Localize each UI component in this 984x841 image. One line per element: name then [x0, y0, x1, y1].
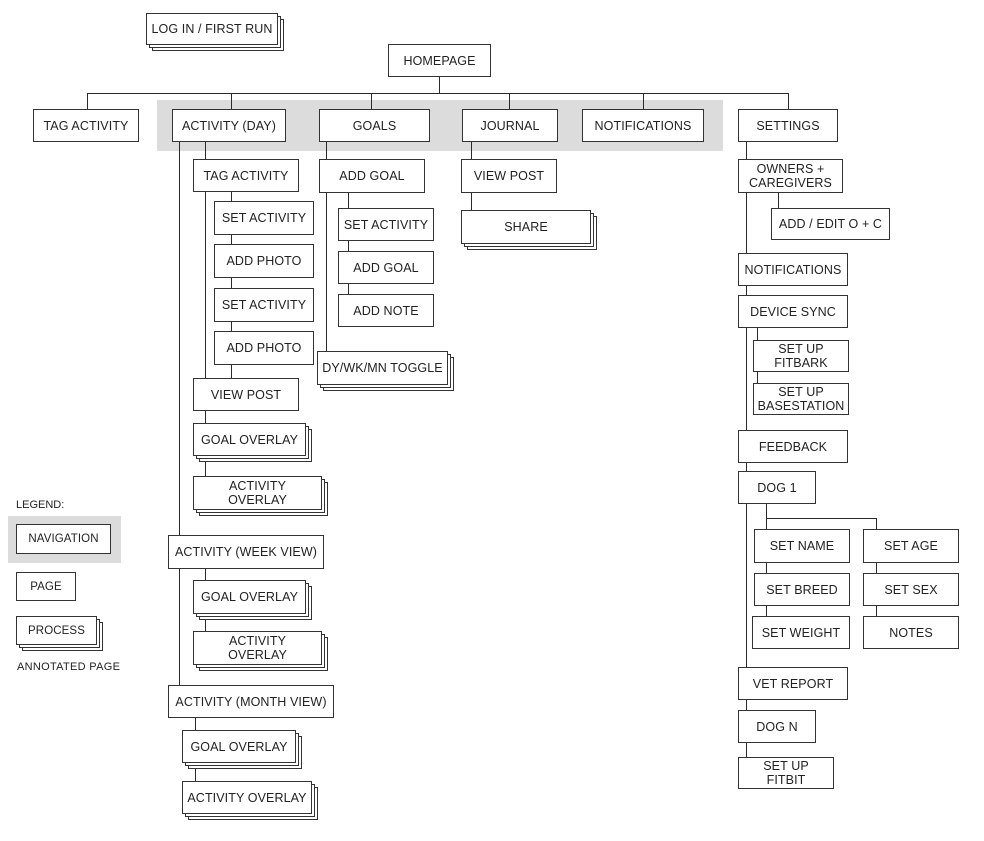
connector: [231, 93, 232, 110]
notes-node[interactable]: NOTES: [863, 616, 959, 649]
legend-annotated-page-label: ANNOTATED PAGE: [17, 661, 121, 673]
journal-node[interactable]: JOURNAL: [462, 109, 558, 142]
settings-notifications-node[interactable]: NOTIFICATIONS: [738, 253, 848, 286]
connector: [348, 193, 349, 295]
month-view-node[interactable]: ACTIVITY (MONTH VIEW): [168, 685, 334, 718]
goals-add-goal-sub-node[interactable]: ADD GOAL: [338, 251, 434, 284]
set-weight-node[interactable]: SET WEIGHT: [752, 616, 850, 649]
owners-caregivers-node[interactable]: OWNERS + CAREGIVERS: [738, 159, 843, 193]
connector: [471, 193, 472, 210]
connector: [87, 93, 88, 110]
homepage-node[interactable]: HOMEPAGE: [388, 44, 491, 77]
tag-activity-nav-node[interactable]: TAG ACTIVITY: [33, 109, 139, 142]
connector: [326, 142, 327, 351]
month-goal-overlay-node[interactable]: GOAL OVERLAY: [182, 730, 296, 763]
device-sync-node[interactable]: DEVICE SYNC: [738, 295, 848, 328]
legend-process-box: PROCESS: [16, 616, 97, 645]
goals-node[interactable]: GOALS: [319, 109, 430, 142]
goals-add-goal-node[interactable]: ADD GOAL: [319, 159, 425, 193]
connector: [643, 93, 644, 110]
goals-dy-wk-mn-toggle-node[interactable]: DY/WK/MN TOGGLE: [317, 351, 448, 385]
day-set-activity-node[interactable]: SET ACTIVITY: [214, 288, 314, 322]
login-first-run-node[interactable]: LOG IN / FIRST RUN: [146, 13, 278, 45]
notifications-nav-node[interactable]: NOTIFICATIONS: [582, 109, 704, 142]
setup-fitbit-node[interactable]: SET UP FITBIT: [738, 757, 834, 789]
day-add-photo-node[interactable]: ADD PHOTO: [214, 331, 314, 365]
legend-title: LEGEND:: [16, 499, 65, 511]
set-name-node[interactable]: SET NAME: [754, 529, 850, 563]
connector: [87, 93, 789, 94]
set-age-node[interactable]: SET AGE: [863, 529, 959, 563]
connector: [778, 193, 779, 208]
connector: [876, 518, 877, 617]
goals-add-note-node[interactable]: ADD NOTE: [338, 294, 434, 327]
vet-report-node[interactable]: VET REPORT: [738, 667, 848, 700]
setup-fitbark-node[interactable]: SET UP FITBARK: [753, 340, 849, 372]
connector: [371, 93, 372, 110]
set-breed-node[interactable]: SET BREED: [754, 573, 850, 606]
connector: [179, 142, 180, 685]
set-sex-node[interactable]: SET SEX: [863, 573, 959, 606]
connector: [439, 77, 440, 93]
setup-basestation-node[interactable]: SET UP BASESTATION: [753, 383, 849, 415]
connector: [788, 93, 789, 110]
connector: [231, 192, 232, 378]
day-add-photo-node[interactable]: ADD PHOTO: [214, 244, 314, 278]
connector: [471, 142, 472, 159]
day-set-activity-node[interactable]: SET ACTIVITY: [214, 201, 314, 235]
day-tag-activity-node[interactable]: TAG ACTIVITY: [193, 159, 299, 192]
add-edit-owners-caregivers-node[interactable]: ADD / EDIT O + C: [771, 208, 890, 240]
connector: [509, 93, 510, 110]
legend-navigation-box: NAVIGATION: [16, 524, 111, 554]
connector: [205, 142, 206, 476]
week-activity-overlay-node[interactable]: ACTIVITY OVERLAY: [193, 631, 322, 665]
month-activity-overlay-node[interactable]: ACTIVITY OVERLAY: [182, 781, 312, 814]
feedback-node[interactable]: FEEDBACK: [738, 430, 848, 463]
dog-1-node[interactable]: DOG 1: [738, 471, 816, 504]
week-view-node[interactable]: ACTIVITY (WEEK VIEW): [168, 535, 324, 569]
activity-day-node[interactable]: ACTIVITY (DAY): [172, 109, 286, 142]
dog-n-node[interactable]: DOG N: [738, 710, 816, 743]
settings-node[interactable]: SETTINGS: [738, 109, 838, 142]
goals-set-activity-node[interactable]: SET ACTIVITY: [338, 208, 434, 241]
journal-view-post-node[interactable]: VIEW POST: [461, 159, 557, 193]
day-goal-overlay-node[interactable]: GOAL OVERLAY: [193, 423, 306, 456]
journal-share-node[interactable]: SHARE: [461, 210, 591, 244]
day-activity-overlay-node[interactable]: ACTIVITY OVERLAY: [193, 476, 322, 510]
legend-page-box: PAGE: [16, 572, 76, 601]
week-goal-overlay-node[interactable]: GOAL OVERLAY: [193, 580, 306, 614]
connector: [766, 518, 877, 519]
day-view-post-node[interactable]: VIEW POST: [193, 378, 299, 411]
